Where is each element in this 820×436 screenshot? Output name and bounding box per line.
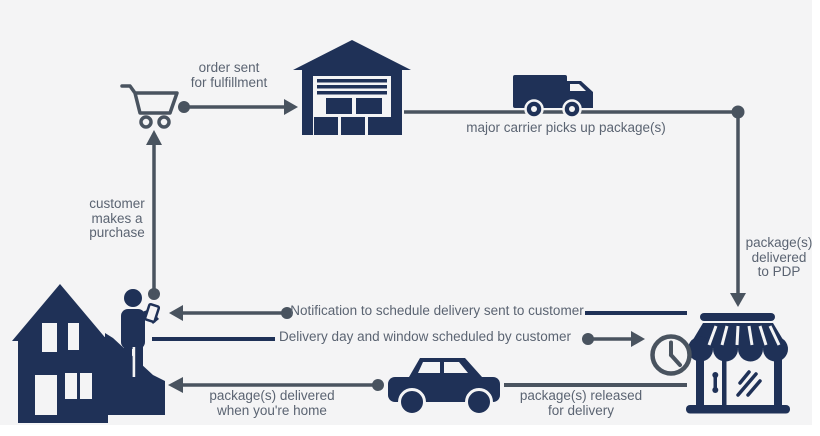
notification-label: Notification to schedule delivery sent t… [290, 303, 584, 318]
arrow-customer-to-cart [146, 130, 162, 300]
pdp-delivery-label: package(s) delivered to PDP [745, 235, 813, 280]
arrow-car-to-house [168, 377, 384, 393]
delivery-truck-icon [513, 75, 593, 118]
window-glare [736, 370, 762, 397]
released-label: package(s) released for delivery [519, 388, 643, 418]
arrow-cart-to-warehouse [178, 99, 298, 115]
canvas-edge-bottom [0, 425, 820, 436]
arrow-schedule-to-store [152, 331, 645, 347]
canvas-edge-right [812, 0, 820, 436]
shopping-cart-icon [120, 84, 179, 129]
customer-purchase-label: customer makes a purchase [89, 196, 145, 241]
arrow-notification-to-customer [169, 305, 687, 321]
car-icon [388, 358, 500, 416]
schedule-label: Delivery day and window scheduled by cus… [279, 329, 571, 344]
person-with-phone-icon [121, 289, 161, 383]
clock-icon [650, 334, 692, 376]
arrow-warehouse-to-store [404, 105, 746, 307]
delivered-home-label: package(s) delivered when you're home [209, 388, 335, 418]
awning-stripes [707, 325, 781, 346]
order-sent-label: order sent for fulfillment [190, 60, 268, 90]
warehouse-icon [293, 40, 411, 135]
carrier-pickup-label: major carrier picks up package(s) [466, 120, 666, 135]
storefront-icon [686, 313, 790, 414]
